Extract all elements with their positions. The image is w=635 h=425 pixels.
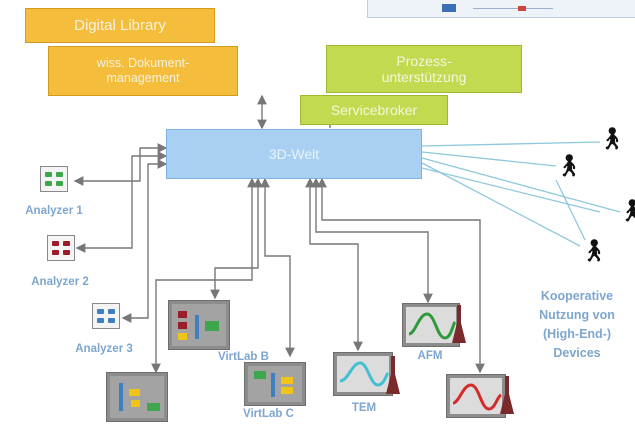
link-person-5 xyxy=(555,179,586,241)
tem-icon xyxy=(333,352,393,396)
dokumentmanagement-block: wiss. Dokument- management xyxy=(48,46,238,96)
arrow-analyzer2 xyxy=(75,151,168,253)
person-icon-2: 🚶︎ xyxy=(555,153,583,178)
arrow-analyzer3 xyxy=(121,159,168,323)
virtlab-c-icon xyxy=(244,362,306,406)
welt-block: 3D-Welt xyxy=(166,129,422,179)
person-icon-1: 🚶︎ xyxy=(598,126,626,151)
afm-label: AFM xyxy=(417,350,443,362)
arrow-device xyxy=(317,177,485,374)
virtlab-a-icon xyxy=(106,372,168,422)
analyzer-1-icon xyxy=(40,166,68,192)
link-person-2 xyxy=(421,151,557,167)
arrow-tem xyxy=(305,177,363,352)
arrow-afm xyxy=(311,177,433,304)
dokumentmanagement-label-2: management xyxy=(106,71,180,85)
cooperative-label-2: Nutzung von xyxy=(539,308,615,322)
arrow-lab-c xyxy=(260,177,295,358)
thumbnail-strip xyxy=(367,0,635,18)
thumbnail-line xyxy=(473,8,553,9)
prozess-label-2: unterstützung xyxy=(381,69,467,85)
analyzer-2-label: Analyzer 2 xyxy=(31,276,89,288)
person-icon-4: 🚶︎ xyxy=(580,238,608,263)
analyzer-3-label: Analyzer 3 xyxy=(75,343,133,355)
welt-label: 3D-Welt xyxy=(268,146,320,162)
device-icon xyxy=(446,374,506,418)
virtlab-b-icon xyxy=(168,300,230,350)
cooperative-label-4: Devices xyxy=(553,346,601,360)
cooperative-label-3: (High-End-) xyxy=(542,327,612,341)
analyzer-1-label: Analyzer 1 xyxy=(25,205,83,217)
servicebroker-label: Servicebroker xyxy=(330,102,418,118)
analyzer-2-icon xyxy=(47,235,75,261)
tem-flask-icon xyxy=(386,356,400,396)
thumbnail-mark xyxy=(442,4,456,12)
link-person-6 xyxy=(421,167,601,213)
servicebroker-block: Servicebroker xyxy=(300,95,448,125)
link-person-4 xyxy=(421,162,581,247)
link-person-3 xyxy=(421,157,621,213)
thumbnail-dot xyxy=(518,6,526,11)
prozessunterstuetzung-block: Prozess- unterstützung xyxy=(326,45,522,93)
afm-icon xyxy=(402,303,460,347)
arrow-lab-b xyxy=(210,177,263,300)
afm-flask-icon xyxy=(452,305,466,345)
prozess-label-1: Prozess- xyxy=(396,53,452,69)
person-icon-3: 🚶︎ xyxy=(618,198,635,223)
analyzer-3-icon xyxy=(92,303,120,329)
tem-label: TEM xyxy=(351,402,377,414)
cooperative-label: Kooperative Nutzung von (High-End-) Devi… xyxy=(518,287,635,363)
digital-library-label: Digital Library xyxy=(74,17,166,34)
virtlab-b-label: VirtLab B xyxy=(218,351,269,363)
dokumentmanagement-label-1: wiss. Dokument- xyxy=(96,56,190,70)
digital-library-block: Digital Library xyxy=(25,8,215,43)
cooperative-label-1: Kooperative xyxy=(540,289,614,303)
link-person-1 xyxy=(421,141,601,147)
virtlab-c-label: VirtLab C xyxy=(243,408,294,420)
device-flask-icon xyxy=(500,376,514,416)
